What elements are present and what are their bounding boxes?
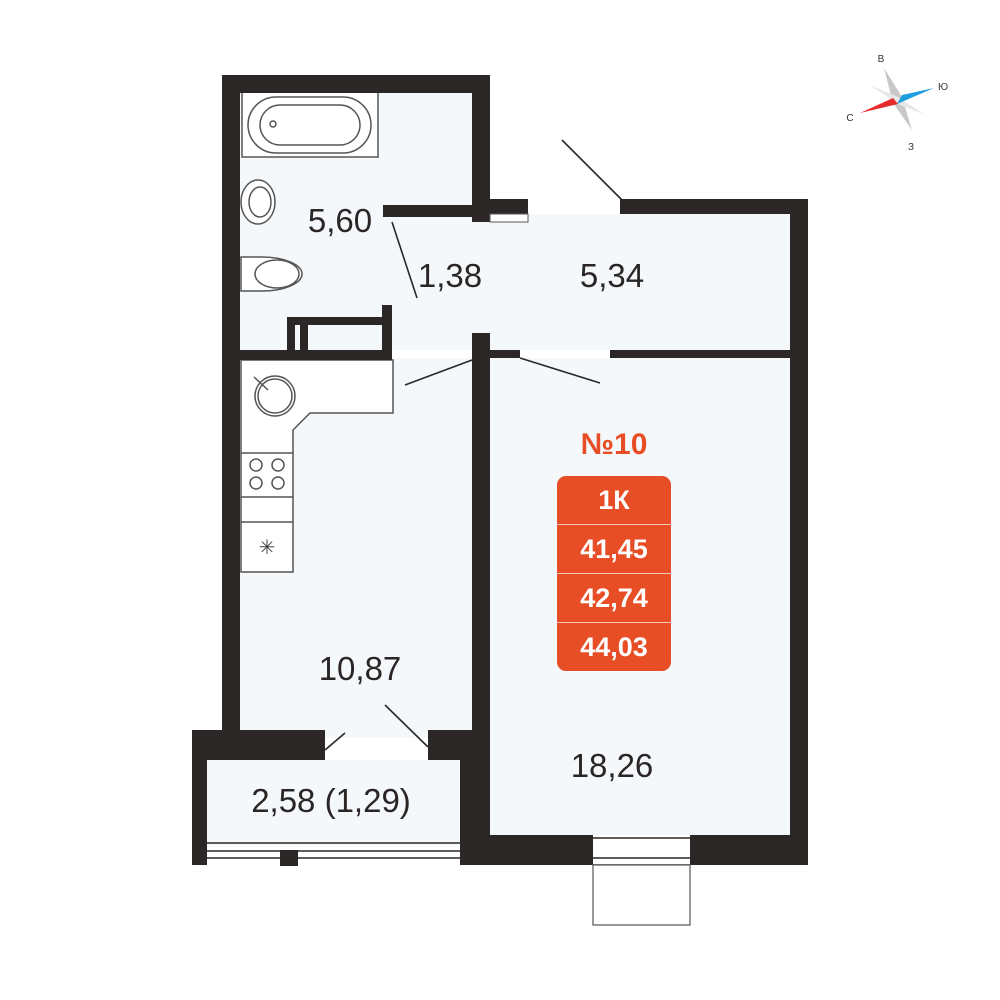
area-value-2: 42,74: [557, 574, 671, 623]
toilet: [240, 256, 303, 292]
svg-text:✳: ✳: [259, 537, 276, 559]
area-loggia: 2,58 (1,29): [251, 782, 411, 819]
area-living-room: 18,26: [571, 747, 654, 784]
compass-south: Ю: [938, 82, 948, 93]
bathtub: [241, 91, 379, 158]
compass-north: С: [846, 113, 853, 124]
area-bathroom: 5,60: [308, 202, 372, 239]
area-value-3: 44,03: [580, 632, 648, 662]
washbasin: [240, 179, 276, 225]
room-count: 1К: [557, 476, 671, 525]
area-corridor: 1,38: [418, 257, 482, 294]
apartment-number: №10: [580, 428, 648, 461]
area-hall: 5,34: [580, 257, 644, 294]
door-swings: [324, 139, 623, 751]
apartment-badge: 1К 41,45 42,74 44,03: [557, 476, 671, 671]
windows: [207, 213, 691, 926]
area-value-1: 41,45: [557, 525, 671, 574]
compass-east: В: [878, 54, 885, 65]
kitchen-counter: ✳: [240, 359, 394, 573]
walls: [192, 75, 808, 866]
floor-fill: [207, 93, 790, 845]
compass-west: З: [908, 142, 914, 153]
area-kitchen: 10,87: [319, 650, 402, 687]
compass-icon: В Ю С З: [846, 54, 948, 153]
